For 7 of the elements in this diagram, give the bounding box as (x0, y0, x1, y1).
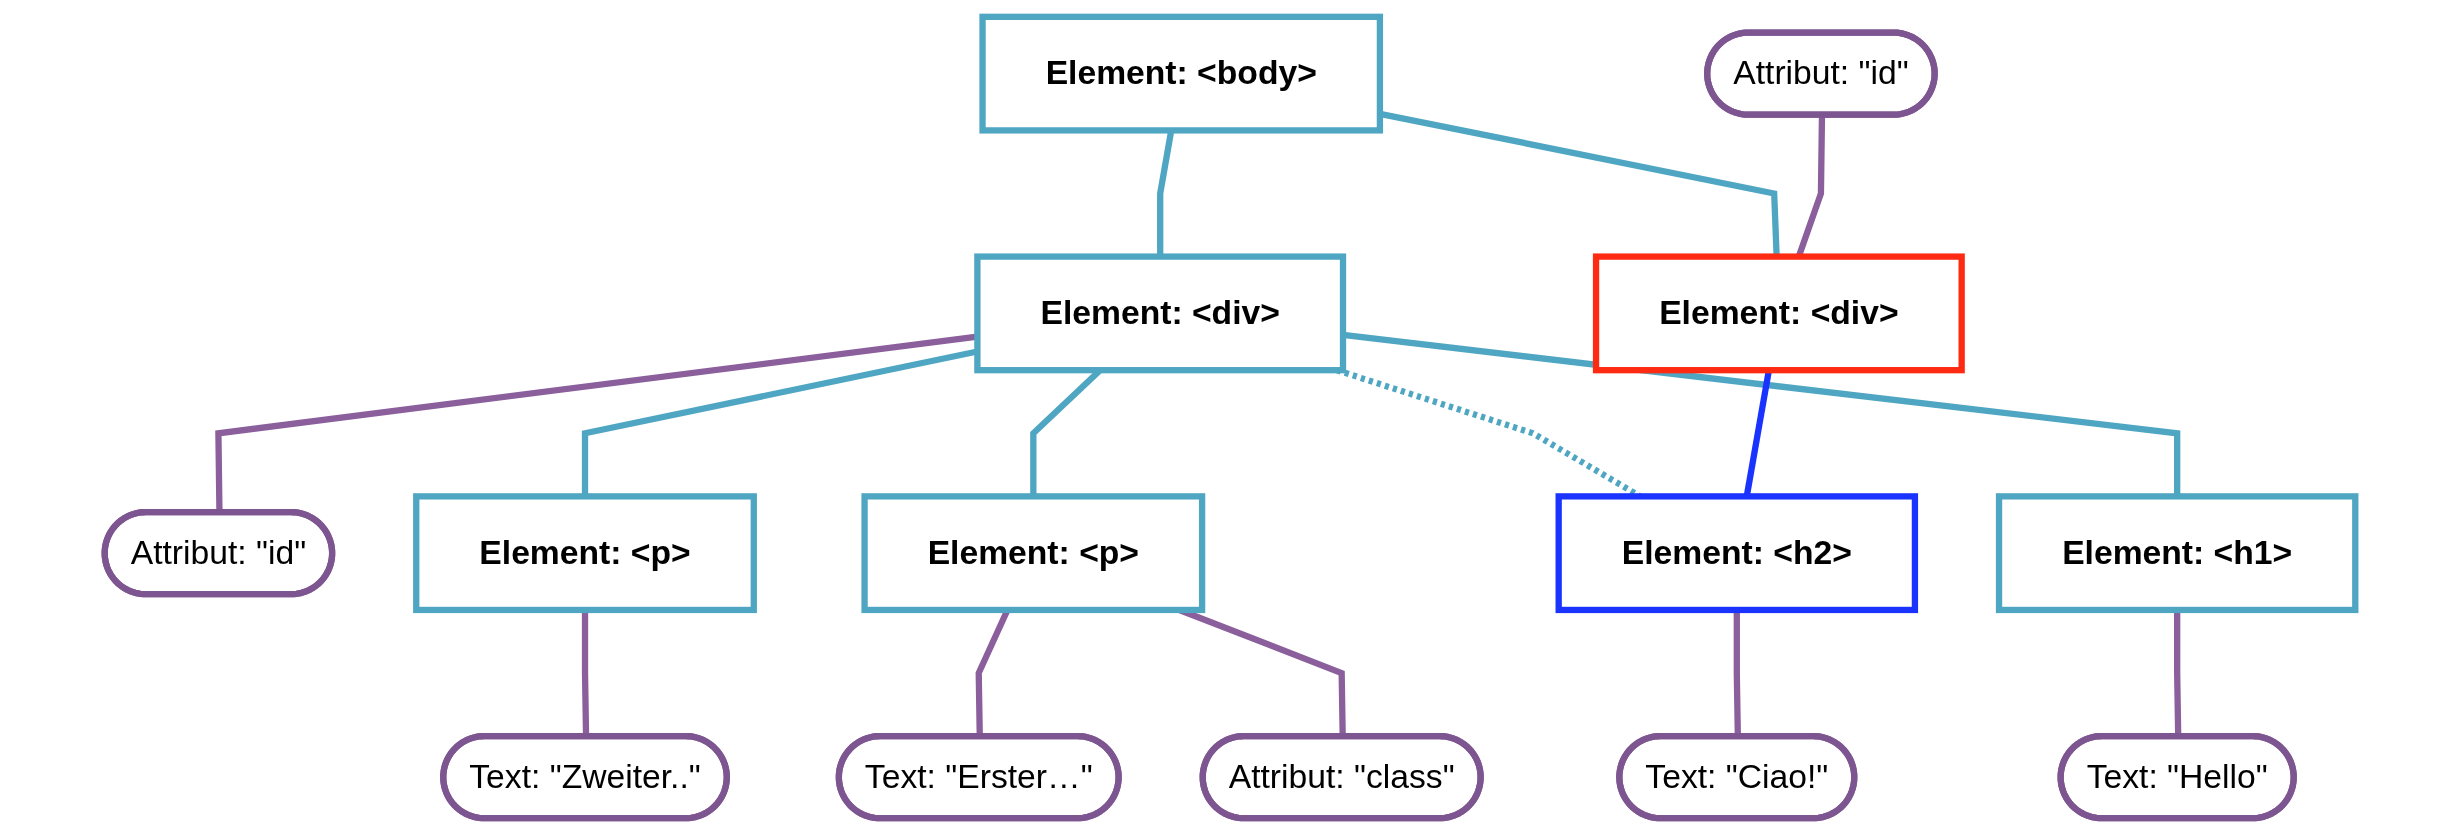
node-box: Element: <div> (1592, 253, 1965, 374)
node-box: Element: <p> (861, 493, 1206, 614)
node-box: Element: <h2> (1555, 493, 1919, 614)
node-box: Element: <p> (413, 493, 757, 614)
node-box: Element: <h1> (1995, 493, 2359, 614)
node-box: Element: <div> (974, 253, 1347, 374)
node-box: Element: <body> (979, 13, 1384, 134)
